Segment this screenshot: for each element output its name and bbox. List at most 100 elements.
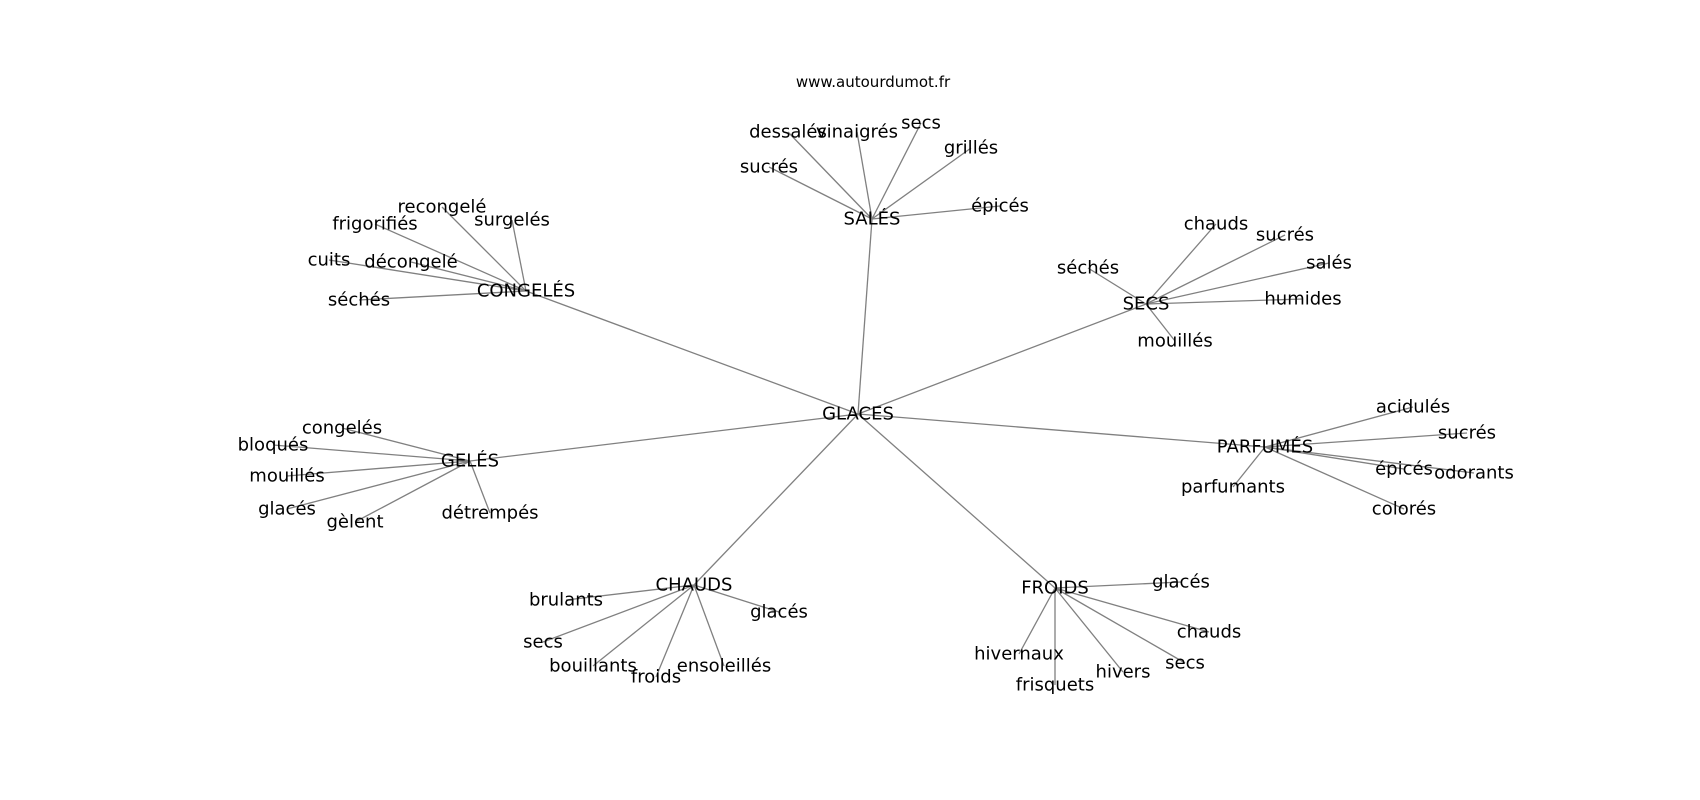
edge-geles-congeles [341, 427, 471, 462]
node-leaf-congeles-surgeles[interactable]: surgelés [474, 210, 550, 231]
node-leaf-parfumes-odorants[interactable]: odorants [1434, 463, 1514, 484]
node-leaf-congeles-seches[interactable]: séchés [328, 290, 390, 311]
edge-geles-mouilles [286, 460, 471, 477]
edge-geles-glaces [286, 460, 471, 510]
node-leaf-froids-secs[interactable]: secs [1165, 653, 1205, 674]
node-leaf-secs-mouilles[interactable]: mouillés [1137, 331, 1212, 352]
edge-geles-gelent [354, 460, 471, 523]
edge-sales-dessales [787, 131, 873, 220]
edge-froids-hivernaux [1018, 587, 1056, 655]
node-leaf-secs-sales[interactable]: salés [1306, 253, 1352, 274]
node-leaf-congeles-frigorifies[interactable]: frigorifiés [332, 214, 417, 235]
node-leaf-froids-hivernaux[interactable]: hivernaux [974, 644, 1064, 665]
edge-congeles-surgeles [511, 219, 527, 292]
edge-congeles-seches [358, 290, 527, 301]
node-leaf-chauds-ensoleilles[interactable]: ensoleillés [677, 656, 771, 677]
node-leaf-sales-sucres[interactable]: sucrés [740, 157, 798, 178]
edge-congeles-decongele [410, 261, 527, 292]
node-leaf-froids-hivers[interactable]: hivers [1096, 662, 1151, 683]
node-leaf-secs-humides[interactable]: humides [1264, 289, 1341, 310]
edge-center-congeles [525, 290, 859, 415]
edge-chauds-froids [655, 584, 695, 678]
node-leaf-chauds-glaces[interactable]: glacés [750, 602, 808, 623]
edge-sales-grilles [871, 147, 972, 220]
edge-sales-vinaigres [856, 131, 873, 220]
edges-layer [272, 122, 1475, 685]
node-leaf-chauds-froids[interactable]: froids [631, 667, 681, 688]
edge-chauds-glaces [693, 584, 780, 613]
edge-congeles-recongele [441, 206, 527, 292]
edge-secs-humides [1145, 298, 1304, 305]
node-leaf-secs-chauds[interactable]: chauds [1184, 214, 1249, 235]
node-leaf-froids-frisquets[interactable]: frisquets [1016, 675, 1094, 696]
node-hub-chauds[interactable]: CHAUDS [656, 575, 733, 596]
edge-center-sales [857, 218, 873, 415]
node-leaf-secs-seches[interactable]: séchés [1057, 258, 1119, 279]
edge-parfumes-odorants [1264, 446, 1475, 474]
node-leaf-sales-vinaigres[interactable]: vinaigrés [816, 122, 898, 143]
edge-geles-bloques [272, 444, 471, 462]
edge-secs-sales [1145, 262, 1330, 305]
edge-froids-hivers [1054, 587, 1124, 673]
edge-secs-mouilles [1145, 303, 1176, 342]
edge-secs-chauds [1145, 223, 1217, 305]
node-leaf-geles-congeles[interactable]: congelés [302, 418, 382, 439]
edge-sales-secs [871, 122, 922, 220]
node-center-glaces[interactable]: GLACES [822, 404, 894, 425]
edge-chauds-brulants [565, 584, 695, 601]
node-leaf-congeles-cuits[interactable]: cuits [308, 250, 351, 271]
node-hub-parfumes[interactable]: PARFUMÉS [1217, 436, 1313, 458]
node-leaf-parfumes-acidules[interactable]: acidulés [1376, 397, 1450, 418]
edge-center-geles [469, 413, 859, 462]
edge-chauds-secs [542, 584, 695, 643]
edge-secs-seches [1087, 267, 1147, 305]
node-leaf-congeles-decongele[interactable]: décongelé [364, 252, 457, 273]
node-leaf-parfumes-parfumants[interactable]: parfumants [1181, 477, 1285, 498]
edge-center-froids [857, 413, 1056, 589]
edge-parfumes-parfumants [1232, 446, 1266, 488]
node-leaf-geles-gelent[interactable]: gèlent [326, 512, 383, 533]
node-leaf-chauds-bouillants[interactable]: bouillants [549, 656, 637, 677]
node-leaf-parfumes-epices[interactable]: épicés [1375, 459, 1433, 480]
node-hub-congeles[interactable]: CONGELÉS [477, 280, 575, 302]
node-leaf-geles-glaces[interactable]: glacés [258, 499, 316, 520]
node-hub-froids[interactable]: FROIDS [1021, 578, 1089, 599]
node-leaf-sales-dessales[interactable]: dessalés [749, 122, 827, 143]
node-hub-secs[interactable]: SECS [1123, 294, 1170, 315]
node-leaf-sales-epices[interactable]: épicés [971, 196, 1029, 217]
edge-parfumes-sucres [1264, 432, 1468, 448]
node-hub-sales[interactable]: SALÉS [844, 208, 901, 230]
edge-geles-detrempes [469, 460, 491, 514]
node-leaf-congeles-recongele[interactable]: recongelé [398, 197, 487, 218]
edge-froids-glaces [1054, 581, 1182, 589]
edge-center-secs [857, 303, 1147, 415]
node-leaf-geles-bloques[interactable]: bloqués [238, 435, 309, 456]
edge-center-parfumes [857, 413, 1266, 448]
edge-chauds-ensoleilles [693, 584, 725, 667]
node-leaf-secs-sucres[interactable]: sucrés [1256, 225, 1314, 246]
node-leaf-parfumes-colores[interactable]: colorés [1372, 499, 1436, 520]
edge-froids-secs [1054, 587, 1186, 664]
edge-sales-sucres [768, 166, 873, 220]
node-leaf-chauds-secs[interactable]: secs [523, 632, 563, 653]
edge-parfumes-epices [1264, 446, 1405, 470]
node-leaf-sales-grilles[interactable]: grillés [944, 138, 998, 159]
node-leaf-sales-secs[interactable]: secs [901, 113, 941, 134]
edge-froids-chauds [1054, 587, 1210, 633]
edge-congeles-cuits [328, 259, 527, 292]
node-leaf-geles-detrempes[interactable]: détrempés [441, 503, 538, 524]
node-leaf-chauds-brulants[interactable]: brulants [529, 590, 603, 611]
node-hub-geles[interactable]: GELÉS [441, 450, 499, 472]
edge-center-chauds [693, 413, 859, 586]
edge-parfumes-colores [1264, 446, 1405, 510]
source-url[interactable]: www.autourdumot.fr [796, 73, 951, 91]
edge-congeles-frigorifies [374, 223, 527, 292]
edge-parfumes-acidules [1264, 406, 1414, 448]
edge-sales-epices [871, 205, 1001, 220]
node-leaf-froids-chauds[interactable]: chauds [1177, 622, 1242, 643]
node-leaf-geles-mouilles[interactable]: mouillés [249, 466, 324, 487]
node-leaf-froids-glaces[interactable]: glacés [1152, 572, 1210, 593]
node-leaf-parfumes-sucres[interactable]: sucrés [1438, 423, 1496, 444]
